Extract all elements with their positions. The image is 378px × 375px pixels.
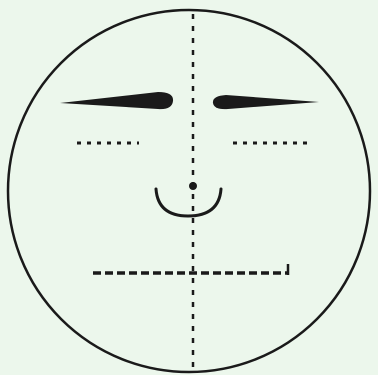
smile-arc <box>156 189 221 216</box>
nose-dot <box>189 182 197 190</box>
left-eyebrow <box>60 92 173 109</box>
right-eyebrow <box>213 95 319 109</box>
face-outline <box>8 10 370 372</box>
